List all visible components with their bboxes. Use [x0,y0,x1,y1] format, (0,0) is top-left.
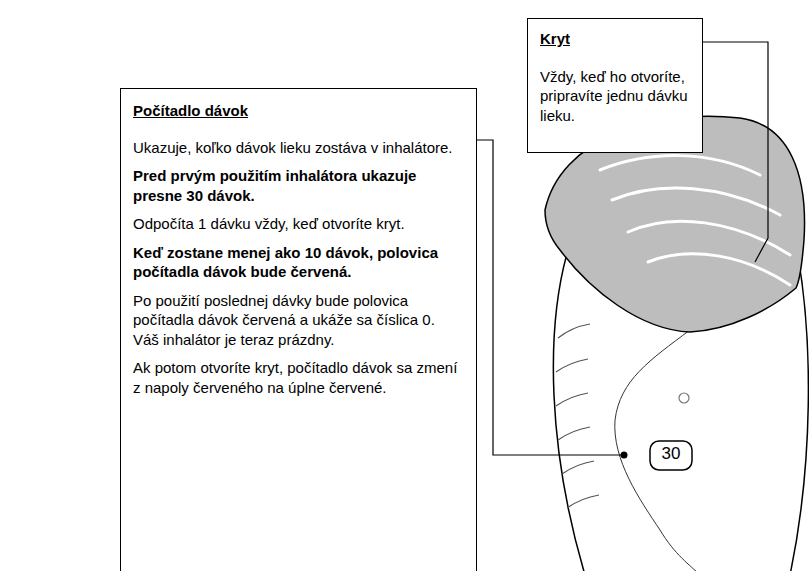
dose-counter-window [650,441,692,470]
grip-ridges [556,324,599,508]
callout-heading: Počítadlo dávok [133,101,464,121]
leader-line [477,140,622,455]
callout-heading: Kryt [540,29,690,49]
vent-hole [679,393,689,403]
cap-ridges [600,156,790,285]
cover-callout: KrytVždy, keď ho otvoríte, pripravíte je… [527,18,703,153]
callout-text: Pred prvým použitím inhalátora ukazuje p… [133,166,464,205]
callout-text: Keď zostane menej ako 10 dávok, polovica… [133,243,464,282]
body-seam [615,330,700,571]
callout-text: Ukazuje, koľko dávok lieku zostáva v inh… [133,138,464,158]
leader-dot [621,452,628,459]
leader-line [703,42,768,262]
counter-number: 30 [650,444,692,464]
callout-text: Odpočíta 1 dávku vždy, keď otvoríte kryt… [133,214,464,234]
callout-text: Ak potom otvoríte kryt, počítadlo dávok … [133,358,464,397]
counter-callout: Počítadlo dávokUkazuje, koľko dávok liek… [120,88,477,571]
callout-text: Vždy, keď ho otvoríte, pripravíte jednu … [540,67,690,126]
callout-text: Po použití poslednej dávky bude polovica… [133,291,464,350]
